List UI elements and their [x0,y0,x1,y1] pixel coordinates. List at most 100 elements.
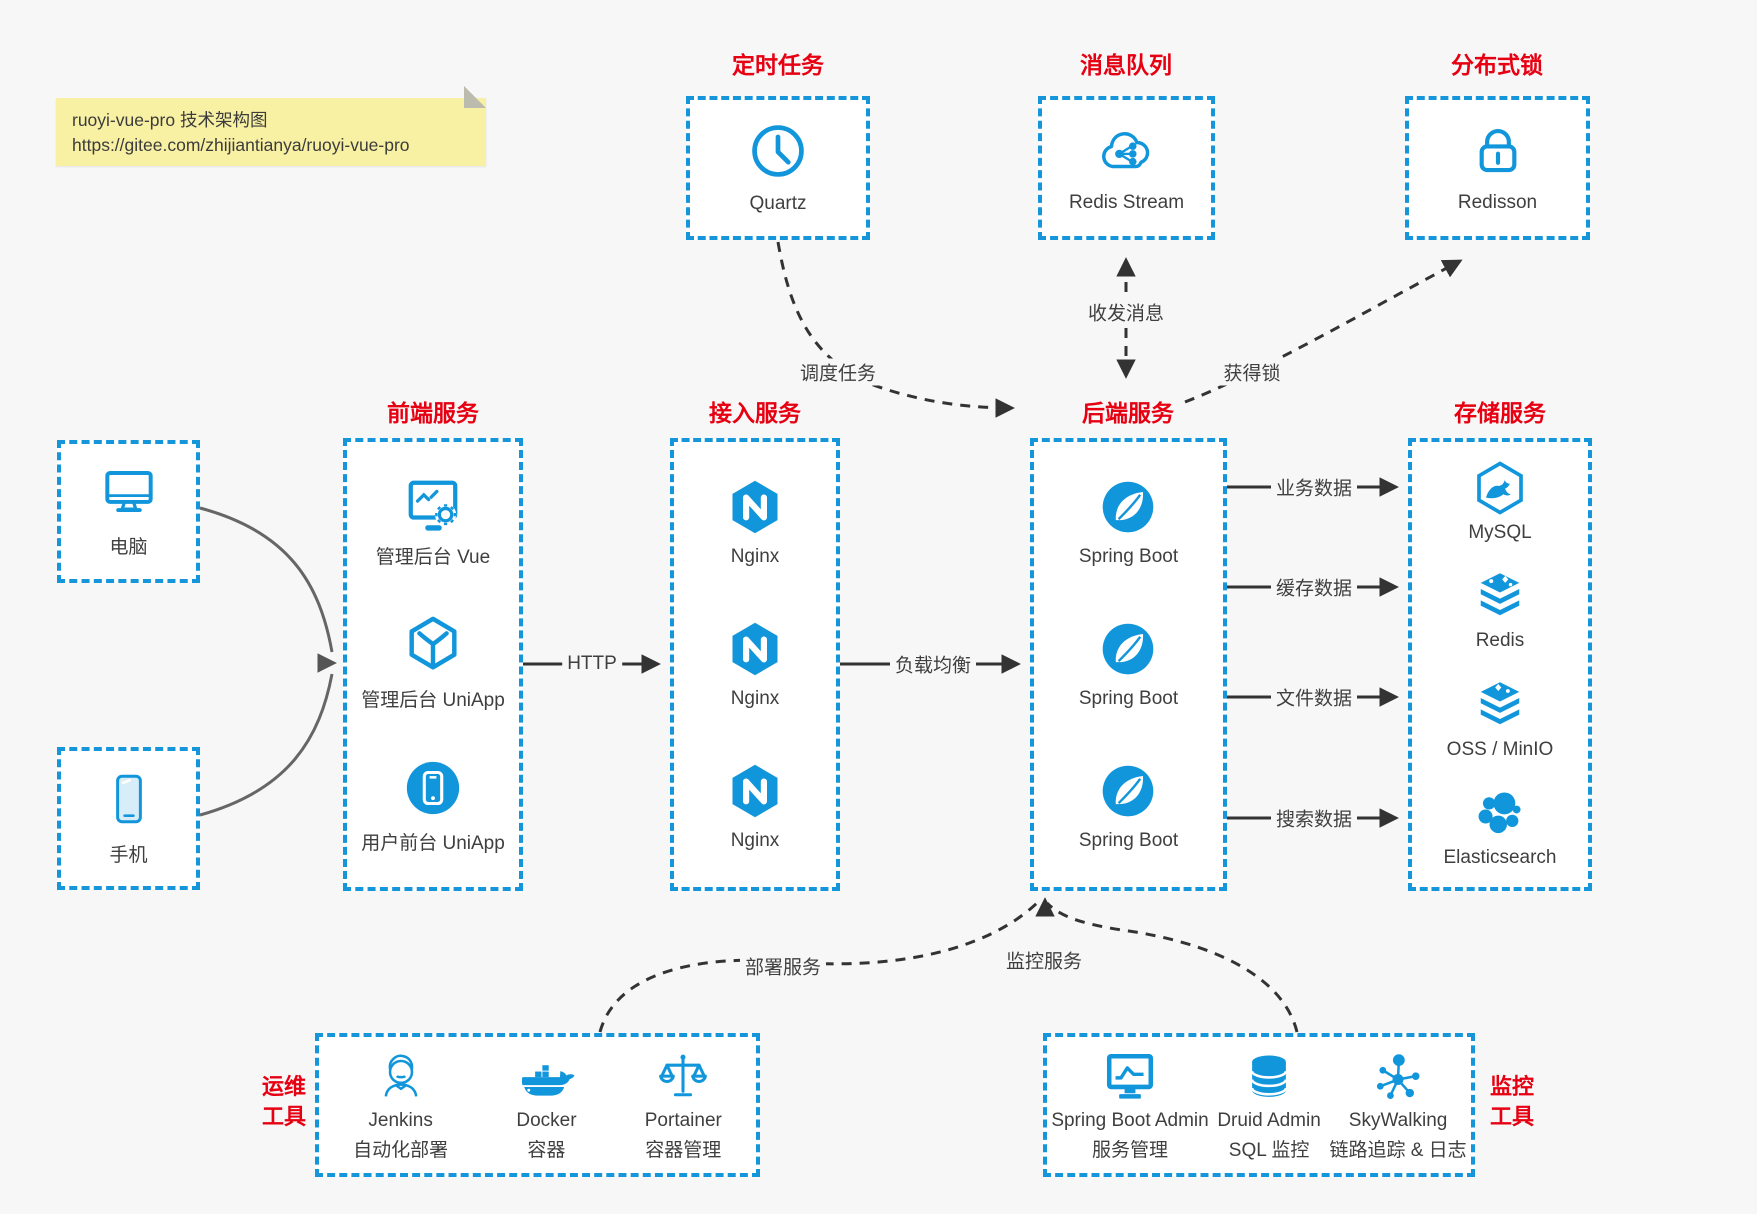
scheduler-box: Quartz [686,96,870,240]
gateway-item-2: Nginx [725,761,785,852]
storage-item-label-1: Redis [1475,630,1525,652]
monitoring-item-desc-1: SQL 监控 [1228,1139,1310,1161]
client-computer-label: 电脑 [109,537,148,558]
client-phone-label: 手机 [109,845,148,866]
scheduler-item-label: Quartz [749,193,807,214]
backend-item-label-2: Spring Boot [1078,829,1179,851]
gateway-item-label-0: Nginx [730,546,780,568]
gateway-item-1: Nginx [725,619,785,710]
monitoring-item-desc-0: 服务管理 [1091,1139,1168,1161]
storage-item-elasticsearch: Elasticsearch [1444,785,1557,869]
gateway-box: Nginx Nginx Nginx [670,438,840,891]
group-title-ops: 运维 工具 [250,1072,306,1132]
storage-box: MySQL Redis [1408,438,1592,891]
ops-item-docker: Docker 容器 [516,1049,577,1162]
gateway-item-label-1: Nginx [730,687,780,709]
ops-item-name-2: Portainer [644,1109,722,1131]
storage-item-redis: Redis [1472,568,1528,652]
ops-item-jenkins: Jenkins 自动化部署 [353,1049,448,1162]
ops-item-desc-1: 容器 [527,1139,566,1161]
monitoring-item-desc-2: 链路追踪 & 日志 [1329,1139,1467,1161]
ops-title-line1: 运维 [261,1074,306,1099]
note-title: ruoyi-vue-pro 技术架构图 [72,110,268,130]
frontend-item-admin-vue: 管理后台 Vue [376,475,490,569]
backend-item-label-1: Spring Boot [1078,687,1179,709]
spring-boot-icon [1103,623,1154,675]
client-phone-box: 手机 [57,747,200,890]
skywalking-topology-icon [1376,1053,1420,1099]
redis-stack-icon [1480,573,1520,616]
phone-icon [115,774,142,824]
mq-box: Redis Stream [1038,96,1215,240]
edge-label-load-balance: 负载均衡 [889,650,977,678]
edge-label-acquire-lock: 获得锁 [1218,358,1286,386]
frontend-item-label-0: 管理后台 Vue [375,546,491,568]
spring-boot-icon [1103,765,1154,816]
monitoring-item-name-0: Spring Boot Admin [1051,1109,1209,1131]
monitoring-title-line1: 监控 [1490,1074,1535,1099]
monitoring-box: Spring Boot Admin 服务管理 Druid Admin SQL 监… [1043,1033,1475,1177]
gateway-item-label-2: Nginx [730,829,780,851]
edge-label-deploy-service: 部署服务 [739,952,827,980]
client-computer-box: 电脑 [57,440,200,583]
ops-title-line2: 工具 [261,1104,306,1129]
ops-item-desc-2: 容器管理 [645,1139,722,1161]
storage-item-label-3: Elasticsearch [1443,846,1557,868]
ops-item-name-0: Jenkins [368,1109,433,1131]
edge-label-file-data: 文件数据 [1270,683,1358,711]
frontend-item-admin-uniapp: 管理后台 UniApp [361,614,505,712]
group-title-storage: 存储服务 [1454,400,1546,426]
ops-box: Jenkins 自动化部署 Docker 容器 [315,1033,760,1177]
lock-box: Redisson [1405,96,1590,240]
edge-label-search-data: 搜索数据 [1270,804,1358,832]
storage-item-label-0: MySQL [1468,522,1532,544]
sticky-note: ruoyi-vue-pro 技术架构图 https://gitee.com/zh… [56,86,486,166]
frontend-item-label-1: 管理后台 UniApp [361,689,505,711]
group-title-gateway: 接入服务 [709,400,801,426]
edge-label-cache-data: 缓存数据 [1270,573,1358,601]
elasticsearch-icon [1478,792,1521,833]
portainer-scales-icon [659,1054,708,1096]
spring-boot-icon [1103,482,1154,533]
ops-item-desc-0: 自动化部署 [353,1139,449,1161]
monitoring-item-name-2: SkyWalking [1348,1109,1448,1131]
druid-database-icon [1250,1054,1288,1097]
frontend-item-user-uniapp: 用户前台 UniApp [361,757,505,855]
lock-icon [1479,129,1516,173]
backend-item-0: Spring Boot [1079,477,1178,568]
note-url: https://gitee.com/zhijiantianya/ruoyi-vu… [72,135,410,155]
edge-label-http: HTTP [562,653,622,675]
group-title-lock: 分布式锁 [1451,52,1543,78]
group-title-frontend: 前端服务 [387,400,479,426]
nginx-icon [732,622,778,676]
edge-label-business-data: 业务数据 [1270,473,1358,501]
lock-item-label: Redisson [1457,192,1538,213]
frontend-box: 管理后台 Vue 管理后台 UniApp 用户前台 UniApp [343,438,523,891]
mq-item-label: Redis Stream [1068,192,1185,213]
storage-item-oss: OSS / MinIO [1446,677,1554,761]
storage-item-mysql: MySQL [1468,460,1532,544]
cloud-stream-icon [1101,132,1149,169]
monitoring-item-name-1: Druid Admin [1217,1109,1321,1131]
clock-icon [752,125,804,177]
spring-boot-admin-icon [1106,1053,1154,1099]
jenkins-icon [384,1054,418,1097]
monitoring-item-druid: Druid Admin SQL 监控 [1217,1049,1321,1162]
edge-label-monitor-service: 监控服务 [1000,946,1088,974]
uniapp-cube-icon [409,616,457,670]
backend-item-1: Spring Boot [1079,619,1178,710]
edge-label-message: 收发消息 [1082,298,1170,326]
nginx-icon [732,764,778,817]
storage-item-label-2: OSS / MinIO [1446,738,1554,760]
ops-item-name-1: Docker [516,1109,577,1131]
backend-box: Spring Boot Spring Boot Spring Boot [1030,438,1227,891]
edge-label-schedule-task: 调度任务 [794,358,882,386]
nginx-icon [732,481,778,534]
note-fold-corner [464,86,486,108]
admin-vue-icon [408,480,458,531]
ops-item-portainer: Portainer 容器管理 [645,1049,722,1162]
group-title-scheduler: 定时任务 [732,52,824,78]
mysql-icon [1477,461,1523,515]
computer-icon [104,471,153,512]
